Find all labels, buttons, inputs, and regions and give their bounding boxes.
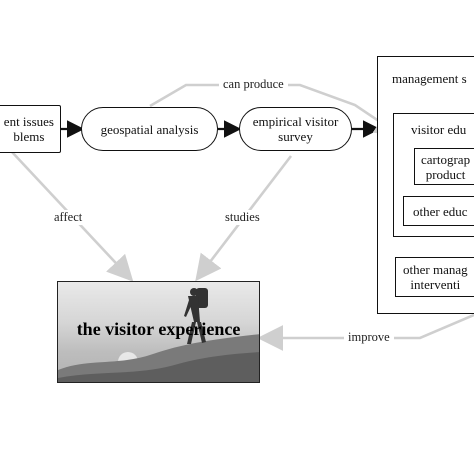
affect-label: affect [50,210,87,225]
visitor-survey-node: empirical visitor survey [239,107,352,151]
visitor-education-label: visitor edu [411,122,467,137]
cartographic-products-label: cartograp product [421,151,471,182]
other-education-node: other educ [403,196,474,226]
other-management-node: other manag interventi [395,257,474,297]
problems-label: ent issues blems [3,114,54,144]
cartographic-products-node: cartograp product [414,148,474,185]
geospatial-analysis-label: geospatial analysis [100,121,199,137]
visitor-experience-photo: the visitor experience [57,281,260,383]
geospatial-analysis-node: geospatial analysis [81,107,218,151]
arrow-improve [257,313,474,351]
management-label: management s [392,71,467,86]
can-produce-label: can produce [219,77,288,92]
visitor-survey-label: empirical visitor survey [252,114,339,144]
hiker-silhouette-image [58,288,259,382]
other-education-label: other educ [413,203,468,219]
other-management-label: other manag interventi [403,262,468,292]
improve-label: improve [344,330,394,345]
problems-node: ent issues blems [0,105,61,153]
arrow-can-produce [149,83,402,137]
visitor-experience-title: the visitor experience [76,319,241,339]
studies-label: studies [221,210,264,225]
